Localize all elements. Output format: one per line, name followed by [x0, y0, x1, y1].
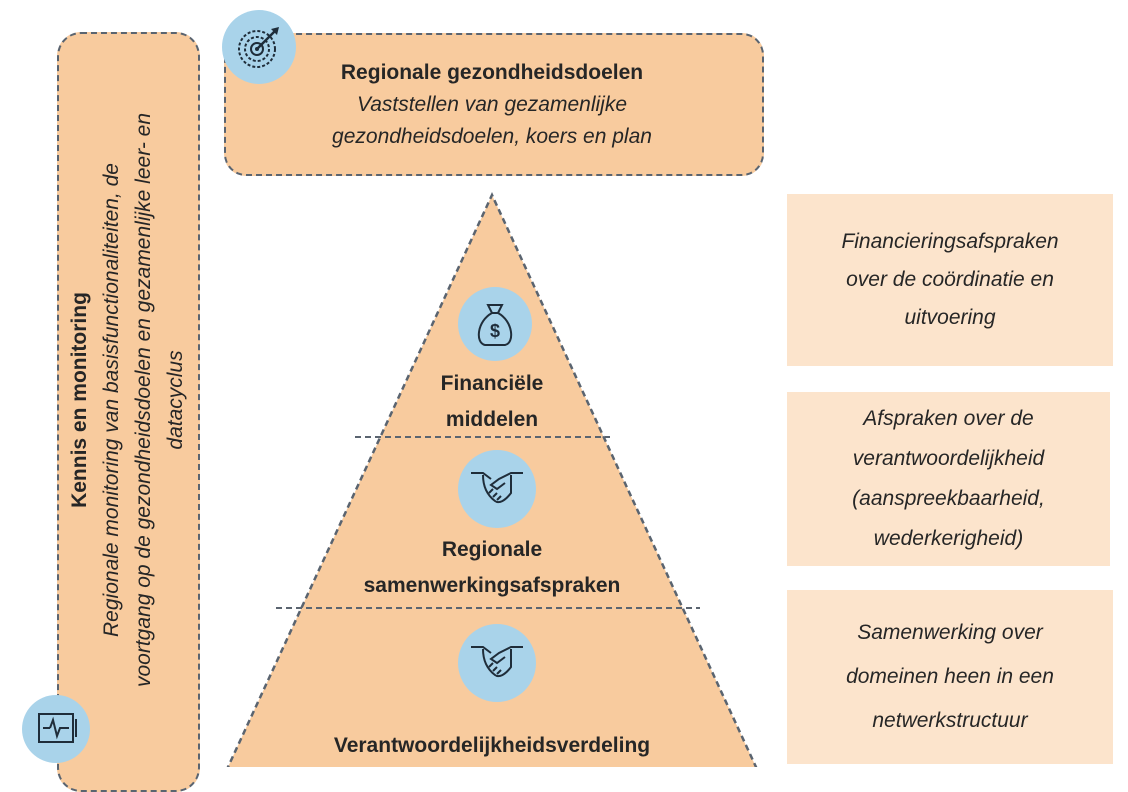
financial-label-line1: Financiële	[440, 372, 544, 395]
money-bag-icon: $	[458, 287, 532, 361]
svg-text:$: $	[490, 321, 500, 341]
handshake-icon	[458, 450, 536, 528]
financing-line3: uitvoering	[904, 306, 996, 329]
network-line2: domeinen heen in een	[846, 665, 1054, 688]
health-goals-text: Regionale gezondheidsdoelen Vaststellen …	[282, 57, 702, 153]
responsibility-label: Verantwoordelijkheidsverdeling	[333, 734, 651, 757]
agreement-box-responsibility: Afspraken over de verantwoordelijkheid (…	[787, 392, 1110, 566]
cooperation-label-line2: samenwerkingsafspraken	[363, 574, 621, 597]
network-line1: Samenwerking over	[857, 621, 1043, 644]
responsibility-line2: verantwoordelijkheid	[852, 447, 1045, 470]
financing-line1: Financieringsafspraken	[841, 230, 1059, 253]
target-icon	[222, 10, 296, 84]
agreement-box-financing: Financieringsafspraken over de coördinat…	[787, 194, 1113, 366]
network-line3: netwerkstructuur	[872, 709, 1028, 732]
monitor-icon	[22, 695, 90, 763]
pyramid-level-responsibility: Verantwoordelijkheidsverdeling	[272, 728, 712, 764]
responsibility-line1: Afspraken over de	[863, 407, 1034, 430]
responsibility-line4: wederkerigheid)	[873, 527, 1024, 550]
knowledge-monitoring-box	[57, 32, 200, 792]
health-goals-subtitle-line1: Vaststellen van gezamenlijke	[356, 93, 628, 116]
health-goals-box	[224, 33, 764, 176]
cooperation-label-line1: Regionale	[441, 538, 543, 561]
pyramid-outline	[226, 192, 758, 767]
pyramid-level-financial: Financiële middelen	[372, 366, 612, 438]
health-goals-subtitle-line2: gezondheidsdoelen, koers en plan	[332, 125, 652, 148]
health-goals-title: Regionale gezondheidsdoelen	[340, 61, 644, 84]
financial-label-line2: middelen	[445, 408, 539, 431]
pyramid-level-cooperation: Regionale samenwerkingsafspraken	[322, 532, 662, 604]
handshake-icon	[458, 624, 536, 702]
financing-line2: over de coördinatie en	[846, 268, 1054, 291]
agreement-box-network: Samenwerking over domeinen heen in een n…	[787, 590, 1113, 764]
responsibility-line3: (aanspreekbaarheid,	[852, 487, 1045, 510]
